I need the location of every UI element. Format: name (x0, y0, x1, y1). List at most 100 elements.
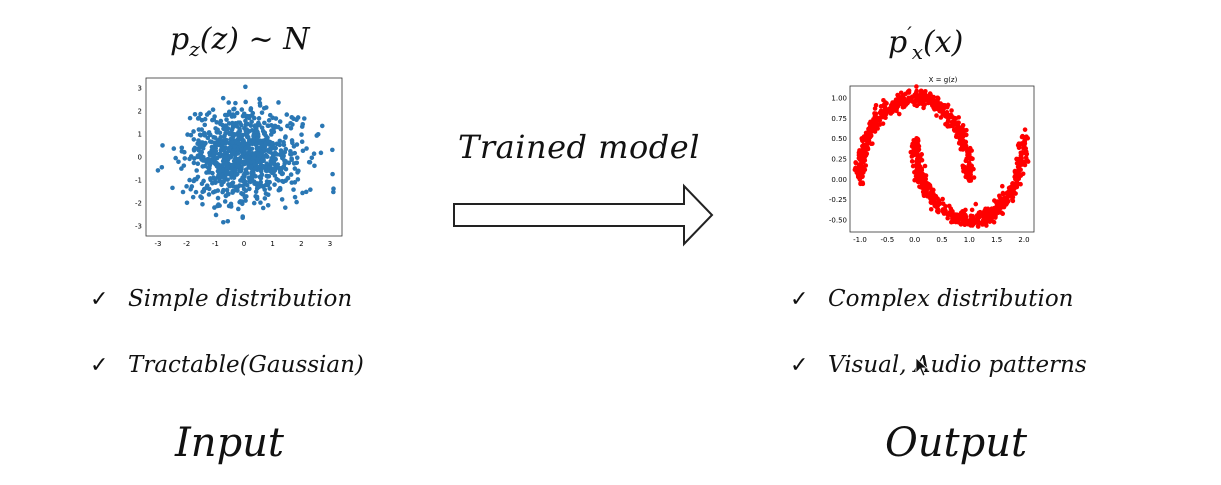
scatter-point (230, 180, 236, 185)
scatter-point (219, 182, 224, 188)
scatter-point (929, 192, 935, 198)
scatter-point (235, 171, 240, 177)
scatter-point (235, 151, 241, 156)
y-tick-label: -1 (135, 177, 142, 185)
scatter-point (229, 171, 234, 177)
scatter-point (252, 162, 257, 168)
scatter-point (155, 168, 161, 173)
scatter-point (247, 186, 252, 192)
bullet-text: Simple distribution (128, 286, 353, 312)
scatter-point (311, 151, 317, 157)
scatter-point (272, 173, 278, 178)
scatter-point (279, 197, 285, 202)
scatter-point (236, 129, 241, 135)
scatter-point (874, 120, 879, 125)
scatter-point (314, 133, 320, 138)
scatter-point (290, 140, 295, 146)
scatter-point (170, 185, 175, 191)
y-tick-label: 0.00 (831, 176, 847, 184)
scatter-point (173, 155, 178, 161)
scatter-point (216, 142, 221, 148)
y-tick-label: 1.00 (831, 95, 847, 103)
scatter-point (271, 167, 277, 172)
scatter-point (289, 114, 295, 120)
scatter-point (906, 88, 912, 94)
scatter-point (994, 203, 1000, 208)
scatter-point (863, 130, 869, 136)
output-distribution-formula: p′x(x) (888, 22, 963, 64)
scatter-point (883, 111, 889, 117)
scatter-point (1023, 155, 1029, 160)
scatter-point (973, 201, 979, 207)
y-tick-label: -0.25 (829, 196, 847, 204)
arrow-label: Trained model (458, 128, 700, 166)
scatter-point (292, 166, 298, 171)
x-tick-label: 1 (270, 240, 274, 248)
scatter-point (318, 150, 324, 156)
scatter-point (958, 222, 964, 227)
scatter-point (193, 189, 199, 195)
scatter-point (319, 123, 325, 129)
check-icon: ✓ (790, 352, 809, 378)
scatter-point (254, 128, 260, 134)
formula-rest: (x) (923, 25, 964, 60)
scatter-point (207, 132, 213, 138)
scatter-point (862, 147, 868, 153)
scatter-point (227, 145, 233, 150)
scatter-point (264, 161, 270, 166)
scatter-point (197, 154, 203, 160)
scatter-point (206, 186, 212, 192)
scatter-point (915, 141, 921, 147)
scatter-point (1004, 191, 1009, 196)
scatter-point (226, 109, 232, 115)
scatter-point (283, 135, 288, 140)
scatter-point (206, 192, 212, 197)
scatter-point (263, 133, 269, 138)
output-bullet-1: ✓ Complex distribution (790, 286, 1074, 312)
x-tick-label: 0 (242, 240, 246, 248)
scatter-point (230, 140, 235, 146)
scatter-point (1014, 179, 1020, 185)
scatter-point (1023, 149, 1029, 154)
scatter-point (230, 188, 236, 194)
x-tick-label: -1 (212, 240, 219, 248)
scatter-point (251, 132, 257, 138)
scatter-point (288, 125, 294, 131)
output-label: Output (885, 420, 1028, 466)
scatter-point (893, 104, 899, 110)
scatter-point (217, 203, 222, 208)
scatter-point (300, 148, 306, 154)
scatter-point (949, 108, 954, 113)
scatter-point (240, 192, 246, 197)
scatter-point (896, 100, 901, 105)
scatter-point (858, 148, 863, 153)
scatter-point (253, 173, 258, 179)
scatter-point (234, 157, 239, 163)
scatter-point (929, 97, 934, 102)
scatter-point (913, 150, 918, 156)
x-tick-label: 1.0 (964, 236, 975, 244)
formula-p: p (888, 25, 908, 60)
scatter-point (229, 127, 235, 133)
scatter-point (192, 112, 198, 117)
scatter-point (858, 164, 864, 169)
y-tick-label: 3 (138, 85, 142, 93)
scatter-point (208, 158, 214, 164)
scatter-point (945, 215, 950, 221)
scatter-point (249, 128, 255, 133)
scatter-point (968, 178, 974, 183)
scatter-point (922, 98, 927, 104)
scatter-point (248, 106, 254, 111)
scatter-point (862, 135, 868, 141)
scatter-point (214, 155, 220, 161)
scatter-point (1010, 198, 1016, 204)
scatter-point (915, 166, 921, 172)
x-tick-label: 2 (299, 240, 303, 248)
scatter-point (245, 141, 251, 146)
scatter-point (255, 132, 261, 137)
scatter-point (211, 135, 216, 140)
scatter-point (270, 128, 276, 134)
scatter-point (200, 201, 205, 207)
